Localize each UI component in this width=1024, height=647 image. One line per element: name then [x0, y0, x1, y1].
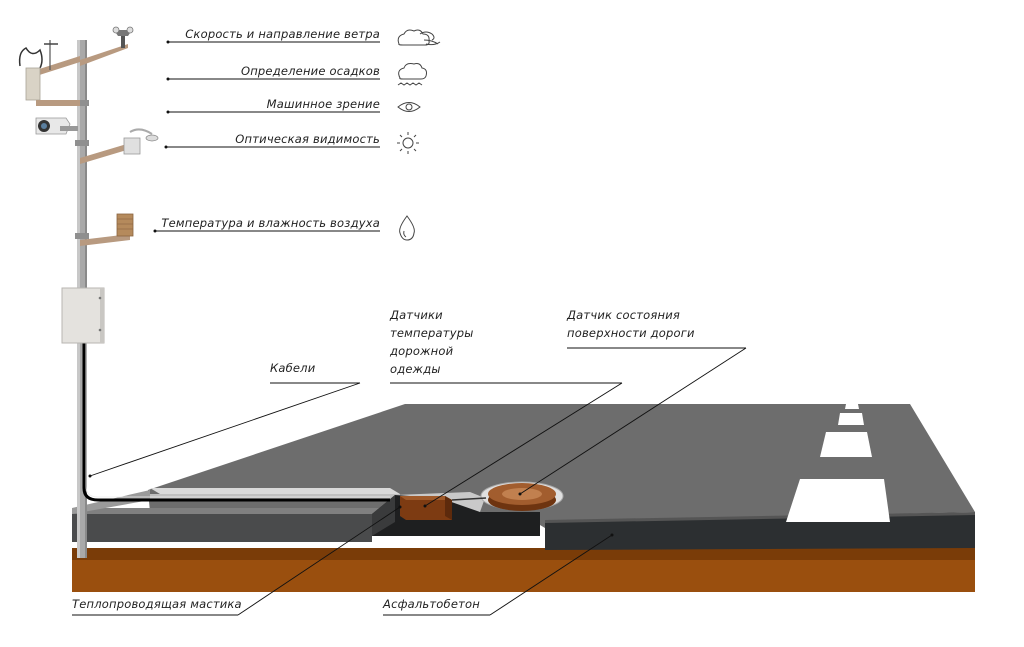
lane-marking [786, 479, 890, 522]
lane-marking [845, 404, 859, 409]
visibility-sensor [123, 128, 159, 155]
sun-icon [397, 132, 419, 154]
road-surface-label-line2: поверхности дороги [567, 326, 695, 340]
weather-pole [18, 26, 390, 558]
precipitation-sensor [18, 47, 43, 101]
pavement-temp-label-line2: температуры [390, 326, 473, 340]
lane-marking [838, 413, 864, 425]
asphalt-label: Асфальтобетон [382, 597, 480, 611]
asphalt-front-right [545, 515, 975, 550]
road-surface-sensor [451, 481, 564, 511]
pavement-temp-label-line3: дорожной [389, 344, 454, 358]
droplet-icon [399, 215, 415, 241]
sensor-labels: Скорость и направление ветра Определение… [153, 27, 380, 233]
wind-label: Скорость и направление ветра [185, 27, 380, 41]
lane-marking [820, 432, 872, 457]
temperature-humidity-sensor [116, 213, 134, 237]
precipitation-label: Определение осадков [241, 64, 380, 78]
rain-cloud-icon [397, 63, 427, 86]
asphalt-front-left [72, 514, 372, 542]
cables-label: Кабели [270, 361, 316, 375]
thermal-mastic-label: Теплопроводящая мастика [72, 597, 242, 611]
eye-icon [397, 102, 421, 112]
machine-vision-label: Машинное зрение [267, 97, 380, 111]
road-labels: Датчики температуры дорожной одежды Датч… [72, 308, 747, 616]
pavement-temp-label-line4: одежды [390, 362, 441, 376]
wind-cloud-icon [397, 29, 441, 46]
soil-layer [72, 558, 975, 592]
camera [35, 117, 78, 135]
visibility-label: Оптическая видимость [235, 132, 380, 146]
wind-sensor [112, 26, 134, 48]
air-temperature-label: Температура и влажность воздуха [161, 216, 380, 230]
control-cabinet [61, 287, 105, 344]
pavement-temp-label-line1: Датчики [389, 308, 443, 322]
pavement-temperature-sensor [400, 496, 452, 520]
road-section [72, 404, 975, 592]
road-surface-label-line1: Датчик состояния [566, 308, 680, 322]
